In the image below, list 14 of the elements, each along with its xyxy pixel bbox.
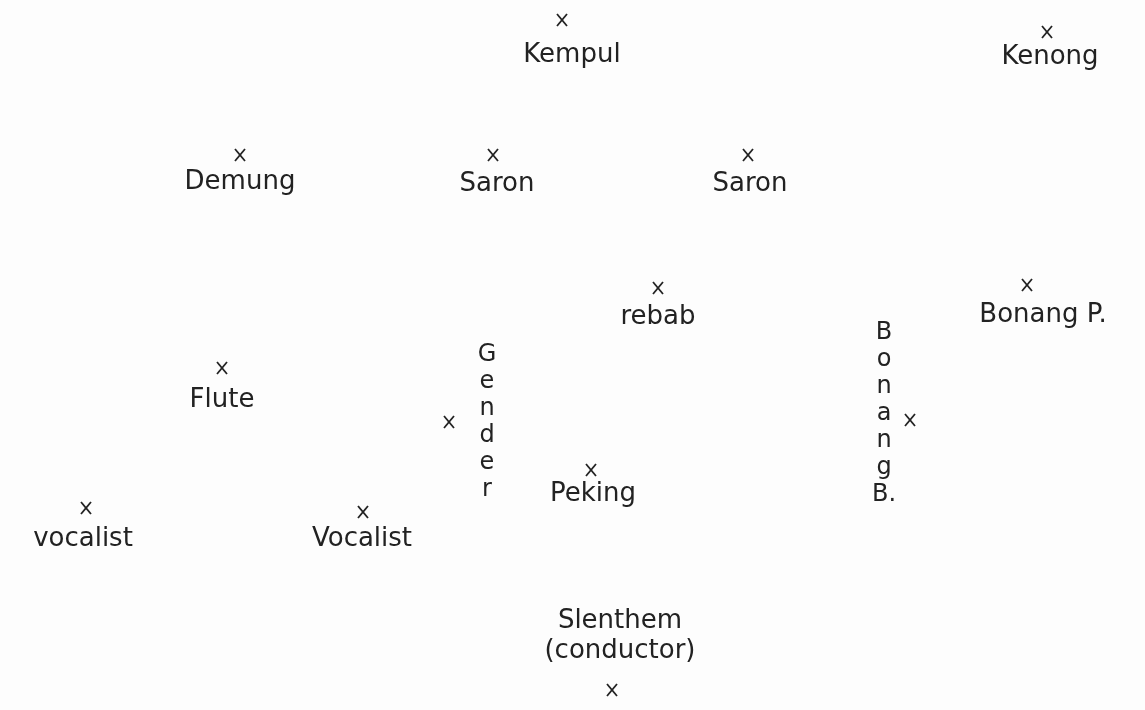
instrument-label: Bonang B. xyxy=(872,318,896,507)
instrument-label: Gender xyxy=(476,340,498,502)
instrument-label: Demung xyxy=(184,165,296,195)
instrument-label: Flute xyxy=(189,383,255,413)
instrument-label: vocalist xyxy=(33,522,133,552)
instrument-label: Vocalist xyxy=(311,522,413,552)
instrument-label: rebab xyxy=(620,300,696,330)
instrument-label: Slenthem (conductor) xyxy=(543,604,697,664)
instrument-label: Bonang P. xyxy=(979,298,1107,328)
instrument-label: Saron xyxy=(459,167,535,197)
instrument-label: Kenong xyxy=(1001,40,1099,70)
instrument-label: Peking xyxy=(550,477,636,507)
instrument-label: Saron xyxy=(712,167,788,197)
instrument-label: Kempul xyxy=(523,38,621,68)
